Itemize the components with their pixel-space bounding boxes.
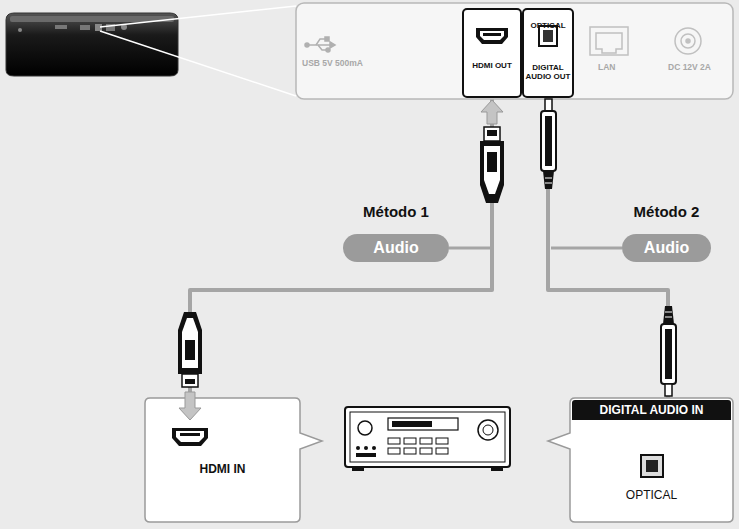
- optical-plug: [661, 306, 676, 396]
- av-receiver: [345, 407, 510, 471]
- back-panel: [296, 3, 733, 99]
- callout-box: [145, 398, 322, 522]
- hdmi-plug: [480, 100, 504, 203]
- optical-port: [641, 455, 663, 477]
- port-box: OPTICAL DIGITAL AUDIO OUT: [520, 9, 576, 97]
- node-title: HDMI OUT: [463, 61, 521, 71]
- optical-plug: [541, 99, 556, 189]
- dc-jack: [675, 28, 701, 54]
- leader-line: [100, 6, 296, 27]
- leader-line: [551, 247, 622, 250]
- node-title: DIGITAL AUDIO IN: [572, 400, 731, 420]
- port-label: DC 12V 2A: [668, 62, 711, 72]
- node-title: Método 2: [622, 203, 711, 221]
- port-box: [523, 9, 573, 97]
- leader-line: [449, 247, 490, 250]
- connector-callout: HDMI IN: [145, 398, 300, 522]
- node-text: DIGITAL AUDIO OUT: [520, 63, 576, 81]
- hdmi-port: [172, 428, 208, 446]
- node-text: OPTICAL: [570, 488, 733, 502]
- node-text: Audio: [343, 234, 449, 262]
- hdmi-plug: [178, 312, 202, 420]
- port-box: HDMI OUT: [463, 9, 521, 97]
- connector-callout: DIGITAL AUDIO IN OPTICAL: [570, 398, 733, 522]
- player-device: [6, 13, 178, 76]
- cable: [190, 97, 492, 398]
- usb-icon: [305, 37, 335, 52]
- node-text: Audio: [622, 234, 711, 262]
- lan-port: [590, 27, 628, 55]
- method-callout: Método 1 Audio: [343, 203, 449, 262]
- callout-box: [548, 398, 733, 522]
- node-title: OPTICAL: [520, 21, 576, 31]
- leader-line: [100, 31, 296, 96]
- port-box: [463, 9, 521, 97]
- node-title: Método 1: [343, 203, 449, 221]
- port-label: LAN: [598, 62, 615, 72]
- node-title: HDMI IN: [145, 462, 300, 476]
- method-callout: Método 2 Audio: [622, 203, 711, 262]
- port-label: USB 5V 500mA: [302, 58, 363, 68]
- hdmi-port: [476, 28, 508, 44]
